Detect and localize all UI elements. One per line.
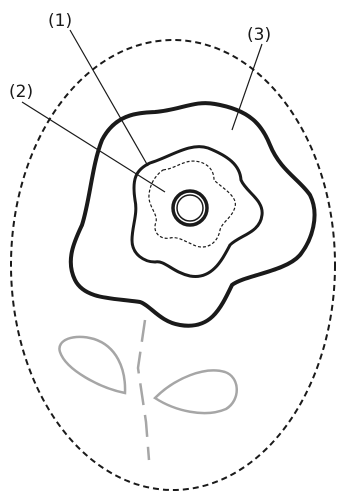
right-leaf <box>155 370 237 413</box>
flower-center-outer-ring <box>173 191 207 225</box>
inner-dashed-petal-outline <box>149 161 235 247</box>
leader-line-1 <box>70 30 148 166</box>
middle-petal-outline <box>132 147 262 277</box>
flower-center-inner-ring <box>177 195 203 221</box>
label-2: (2) <box>9 82 33 102</box>
label-3: (3) <box>247 25 271 45</box>
flower-stem <box>138 320 149 460</box>
left-leaf <box>59 337 125 393</box>
label-1: (1) <box>48 11 72 31</box>
outer-petal-outline <box>71 103 315 326</box>
